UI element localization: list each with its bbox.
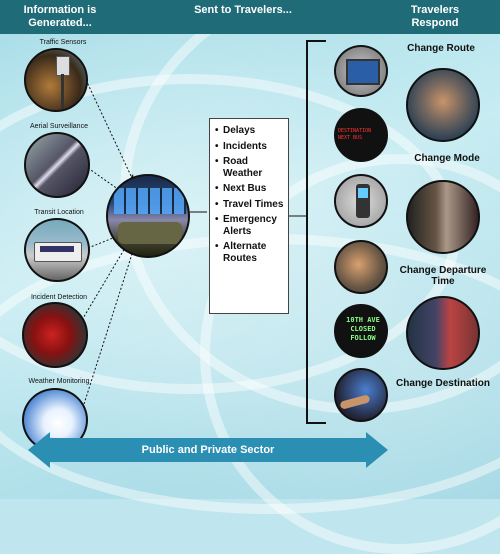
phone-call-photo xyxy=(334,240,388,294)
bus-sign-next-bus: NEXT BUS xyxy=(338,135,363,141)
train-passenger-photo xyxy=(406,180,480,254)
traffic-sensors-photo xyxy=(24,48,88,112)
message-list: Delays Incidents Road Weather Next Bus T… xyxy=(209,118,289,314)
sign-line-2: CLOSED xyxy=(350,325,376,333)
source-label-aerial-surveillance: Aerial Surveillance xyxy=(30,123,88,130)
traffic-control-center-photo xyxy=(106,174,190,258)
arrow-left-head xyxy=(28,432,50,468)
header-information-generated: Information is Generated... xyxy=(23,4,97,29)
gps-device-photo xyxy=(334,174,388,228)
message-emergency-alerts: Emergency Alerts xyxy=(215,214,284,237)
driver-photo xyxy=(406,68,480,142)
source-label-traffic-sensors: Traffic Sensors xyxy=(39,39,87,46)
source-label-incident-detection: Incident Detection xyxy=(30,294,88,301)
transit-location-photo xyxy=(24,218,90,282)
source-label-transit-location: Transit Location xyxy=(34,209,84,216)
bus-sign-destination: DESTINATION xyxy=(338,128,372,134)
sign-line-1: 10TH AVE xyxy=(346,316,380,324)
response-change-route: Change Route xyxy=(407,43,475,54)
message-delays: Delays xyxy=(215,125,284,137)
response-change-destination: Change Destination xyxy=(396,378,490,389)
computer-monitor-photo xyxy=(334,45,388,97)
header-sent-to-travelers: Sent to Travelers... xyxy=(194,4,292,16)
message-alternate-routes: Alternate Routes xyxy=(215,241,284,264)
incident-detection-photo xyxy=(22,302,88,368)
message-road-weather: Road Weather xyxy=(215,156,284,179)
arrow-right-head xyxy=(366,432,388,468)
sector-arrow xyxy=(48,438,368,462)
response-bracket xyxy=(306,40,326,424)
sector-label: Public and Private Sector xyxy=(141,444,275,456)
message-sign-photo: 10TH AVE CLOSED FOLLOW xyxy=(334,304,388,358)
message-next-bus: Next Bus xyxy=(215,183,284,195)
car-gps-photo xyxy=(334,368,388,422)
response-change-mode: Change Mode xyxy=(414,153,480,164)
response-change-departure-time: Change Departure Time xyxy=(399,265,487,287)
sign-line-3: FOLLOW xyxy=(350,334,376,342)
header-travelers-respond: Travelers Respond xyxy=(410,4,460,29)
people-waiting-photo xyxy=(406,296,480,370)
aerial-surveillance-photo xyxy=(24,132,90,198)
message-incidents: Incidents xyxy=(215,141,284,153)
message-travel-times: Travel Times xyxy=(215,199,284,211)
header-bar xyxy=(0,0,500,34)
source-label-weather-monitoring: Weather Monitoring xyxy=(28,378,90,385)
bus-sign-photo: DESTINATION NEXT BUS xyxy=(334,108,388,162)
